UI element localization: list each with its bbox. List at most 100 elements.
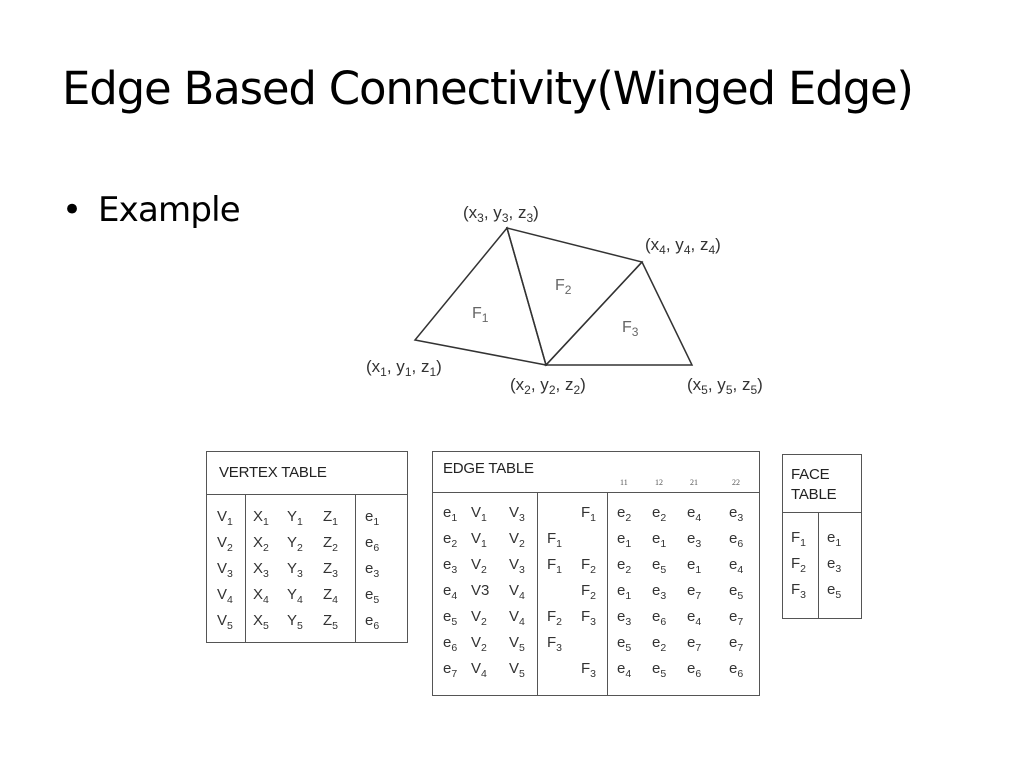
table-cell: e7 xyxy=(687,582,702,602)
column-number: 22 xyxy=(732,478,740,487)
column-number: 11 xyxy=(620,478,628,487)
vertex-table-title: VERTEX TABLE xyxy=(219,464,327,481)
face-table-title-line2: TABLE xyxy=(791,486,837,503)
table-cell: e3 xyxy=(652,582,667,602)
column-divider xyxy=(355,494,356,642)
table-cell: e6 xyxy=(729,530,744,550)
bullet-dot: • xyxy=(62,190,82,230)
table-cell: V3 xyxy=(509,556,525,576)
table-cell: e3 xyxy=(443,556,458,576)
table-cell: e5 xyxy=(827,581,842,601)
table-cell: V2 xyxy=(509,530,525,550)
bullet-text: Example xyxy=(98,190,241,230)
table-cell: V2 xyxy=(471,634,487,654)
column-divider xyxy=(537,492,538,695)
table-cell: F1 xyxy=(547,556,563,576)
table-cell: F1 xyxy=(581,504,597,524)
table-cell: F2 xyxy=(581,582,597,602)
table-cell: e1 xyxy=(617,582,632,602)
table-cell: Z5 xyxy=(323,612,339,632)
bullet-item: • Example xyxy=(62,190,241,230)
slide-title: Edge Based Connectivity(Winged Edge) xyxy=(62,62,914,115)
table-cell: e5 xyxy=(365,586,380,606)
vertex-table-header xyxy=(207,452,407,495)
table-cell: F1 xyxy=(791,529,807,549)
table-cell: e1 xyxy=(827,529,842,549)
table-cell: X5 xyxy=(253,612,269,632)
face-f2-outline xyxy=(505,226,644,367)
table-cell: V4 xyxy=(509,608,525,628)
table-cell: e1 xyxy=(443,504,458,524)
table-cell: F3 xyxy=(581,608,597,628)
table-cell: V1 xyxy=(471,504,487,524)
table-cell: F2 xyxy=(547,608,563,628)
table-cell: e4 xyxy=(687,608,702,628)
edge-table-title: EDGE TABLE xyxy=(443,460,534,477)
table-cell: V2 xyxy=(471,608,487,628)
face-table-header xyxy=(783,455,861,513)
column-divider xyxy=(245,494,246,642)
table-cell: e2 xyxy=(443,530,458,550)
table-cell: e2 xyxy=(617,504,632,524)
table-cell: V4 xyxy=(509,582,525,602)
face-f3-outline xyxy=(544,260,694,366)
table-cell: e7 xyxy=(443,660,458,680)
table-cell: e2 xyxy=(652,504,667,524)
table-cell: V1 xyxy=(471,530,487,550)
table-cell: F3 xyxy=(581,660,597,680)
face-label: F2 xyxy=(555,277,572,297)
table-cell: e1 xyxy=(687,556,702,576)
table-cell: e5 xyxy=(617,634,632,654)
table-cell: Z2 xyxy=(323,534,339,554)
table-cell: X2 xyxy=(253,534,269,554)
table-cell: e6 xyxy=(365,534,380,554)
table-cell: e5 xyxy=(652,660,667,680)
table-cell: F1 xyxy=(547,530,563,550)
table-cell: e6 xyxy=(687,660,702,680)
table-cell: Y3 xyxy=(287,560,303,580)
table-cell: V3 xyxy=(509,504,525,524)
table-cell: V1 xyxy=(217,508,233,528)
vertex-coordinate-label: (x1, y1, z1) xyxy=(366,357,442,379)
column-divider xyxy=(818,512,819,618)
table-cell: F3 xyxy=(547,634,563,654)
face-label: F3 xyxy=(622,319,639,339)
table-cell: e3 xyxy=(687,530,702,550)
table-cell: e3 xyxy=(617,608,632,628)
table-cell: V2 xyxy=(471,556,487,576)
table-cell: e4 xyxy=(687,504,702,524)
table-cell: V5 xyxy=(509,634,525,654)
table-cell: Z4 xyxy=(323,586,339,606)
table-cell: e7 xyxy=(729,608,744,628)
table-cell: V2 xyxy=(217,534,233,554)
table-cell: Z1 xyxy=(323,508,339,528)
table-cell: V3 xyxy=(471,582,490,599)
table-cell: V3 xyxy=(217,560,233,580)
table-cell: V5 xyxy=(509,660,525,680)
table-cell: e7 xyxy=(729,634,744,654)
table-cell: F2 xyxy=(791,555,807,575)
table-cell: e6 xyxy=(729,660,744,680)
vertex-coordinate-label: (x2, y2, z2) xyxy=(510,375,586,397)
table-cell: e4 xyxy=(729,556,744,576)
edge-table-header xyxy=(433,452,759,493)
table-cell: e2 xyxy=(652,634,667,654)
table-cell: e3 xyxy=(729,504,744,524)
table-cell: V5 xyxy=(217,612,233,632)
table-cell: X3 xyxy=(253,560,269,580)
table-cell: Y2 xyxy=(287,534,303,554)
table-cell: e4 xyxy=(617,660,632,680)
table-cell: X4 xyxy=(253,586,269,606)
table-cell: e1 xyxy=(365,508,380,528)
mesh-diagram: (x1, y1, z1)(x2, y2, z2)(x3, y3, z3)(x4,… xyxy=(366,203,763,397)
table-cell: X1 xyxy=(253,508,269,528)
table-cell: e6 xyxy=(443,634,458,654)
table-cell: F3 xyxy=(791,581,807,601)
column-number: 12 xyxy=(655,478,663,487)
table-cell: e4 xyxy=(443,582,458,602)
table-cell: e5 xyxy=(652,556,667,576)
table-cell: V4 xyxy=(471,660,487,680)
